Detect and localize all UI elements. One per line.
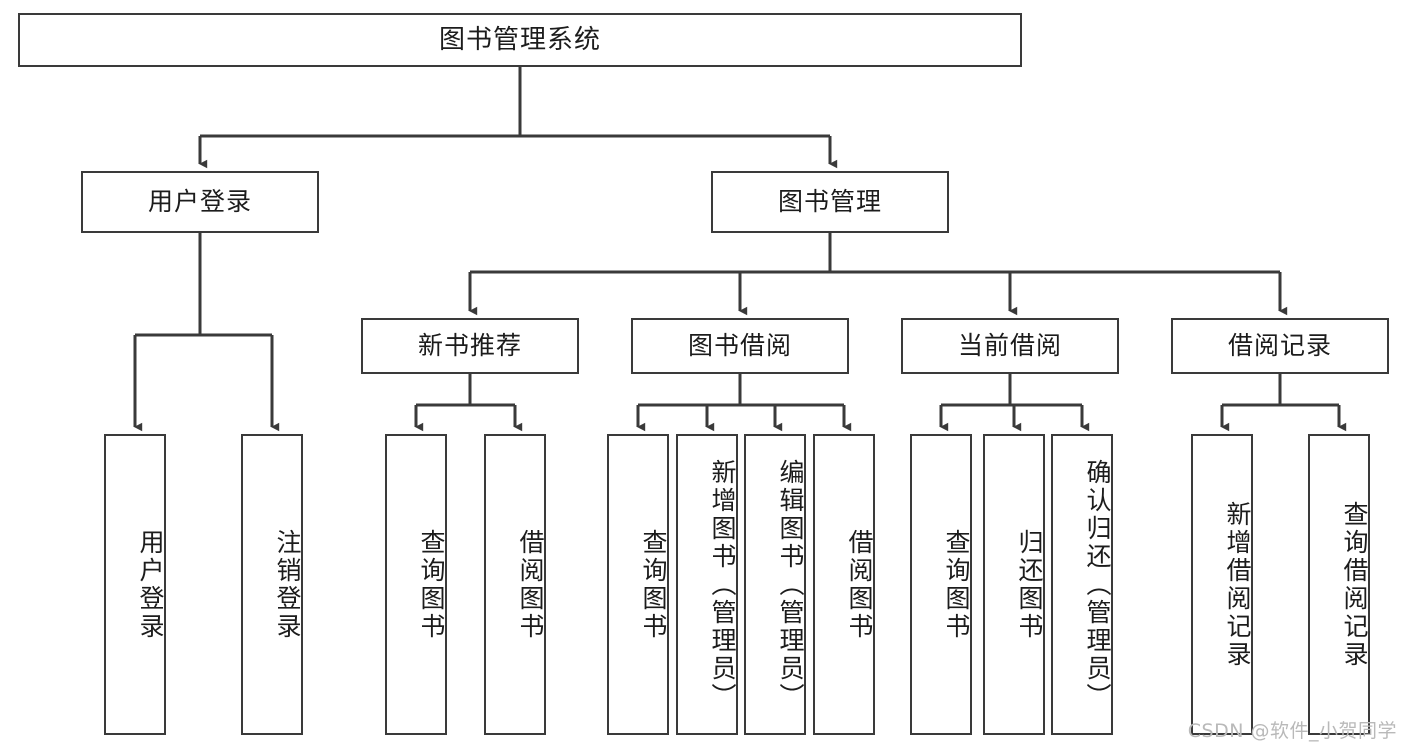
node-label: 借阅记录 (1227, 331, 1332, 361)
node-borrow-book-borrow[interactable]: 借阅图书 (813, 434, 875, 735)
node-edit-book-admin[interactable]: 编辑图书（管理员） (744, 434, 806, 735)
node-label: 用户登录 (136, 528, 165, 641)
node-label: 当前借阅 (957, 331, 1062, 361)
node-query-borrow-record[interactable]: 查询借阅记录 (1308, 434, 1370, 735)
node-label: 新增借阅记录 (1223, 500, 1252, 669)
node-user-logout-leaf[interactable]: 注销登录 (241, 434, 303, 735)
node-label: 归还图书 (1015, 528, 1044, 641)
node-new-book-recommend[interactable]: 新书推荐 (361, 318, 579, 374)
node-current-borrow[interactable]: 当前借阅 (901, 318, 1119, 374)
node-book-borrow[interactable]: 图书借阅 (631, 318, 849, 374)
node-borrow-book-recommend[interactable]: 借阅图书 (484, 434, 546, 735)
node-label: 查询图书 (942, 528, 971, 641)
node-label: 图书借阅 (687, 331, 792, 361)
node-add-book-admin[interactable]: 新增图书（管理员） (676, 434, 738, 735)
node-confirm-return-admin[interactable]: 确认归还（管理员） (1051, 434, 1113, 735)
node-root-system[interactable]: 图书管理系统 (18, 13, 1022, 67)
node-query-book-recommend[interactable]: 查询图书 (385, 434, 447, 735)
node-label: 借阅图书 (516, 528, 545, 641)
node-query-book-borrow[interactable]: 查询图书 (607, 434, 669, 735)
node-add-borrow-record[interactable]: 新增借阅记录 (1191, 434, 1253, 735)
node-label: 查询借阅记录 (1340, 500, 1369, 669)
node-query-book-current[interactable]: 查询图书 (910, 434, 972, 735)
node-user-login[interactable]: 用户登录 (81, 171, 319, 233)
node-borrow-record[interactable]: 借阅记录 (1171, 318, 1389, 374)
node-label: 确认归还（管理员） (1083, 458, 1112, 711)
node-label: 用户登录 (147, 187, 252, 217)
node-label: 编辑图书（管理员） (776, 458, 805, 711)
node-label: 新增图书（管理员） (708, 458, 737, 711)
node-label: 图书管理 (777, 187, 882, 217)
node-label: 注销登录 (273, 528, 302, 641)
node-return-book[interactable]: 归还图书 (983, 434, 1045, 735)
node-label: 图书管理系统 (438, 24, 601, 55)
node-label: 借阅图书 (845, 528, 874, 641)
node-book-management[interactable]: 图书管理 (711, 171, 949, 233)
node-label: 查询图书 (639, 528, 668, 641)
node-user-login-leaf[interactable]: 用户登录 (104, 434, 166, 735)
node-label: 查询图书 (417, 528, 446, 641)
csdn-watermark: CSDN @软件_小贺同学 (1187, 720, 1397, 742)
node-label: 新书推荐 (417, 331, 522, 361)
